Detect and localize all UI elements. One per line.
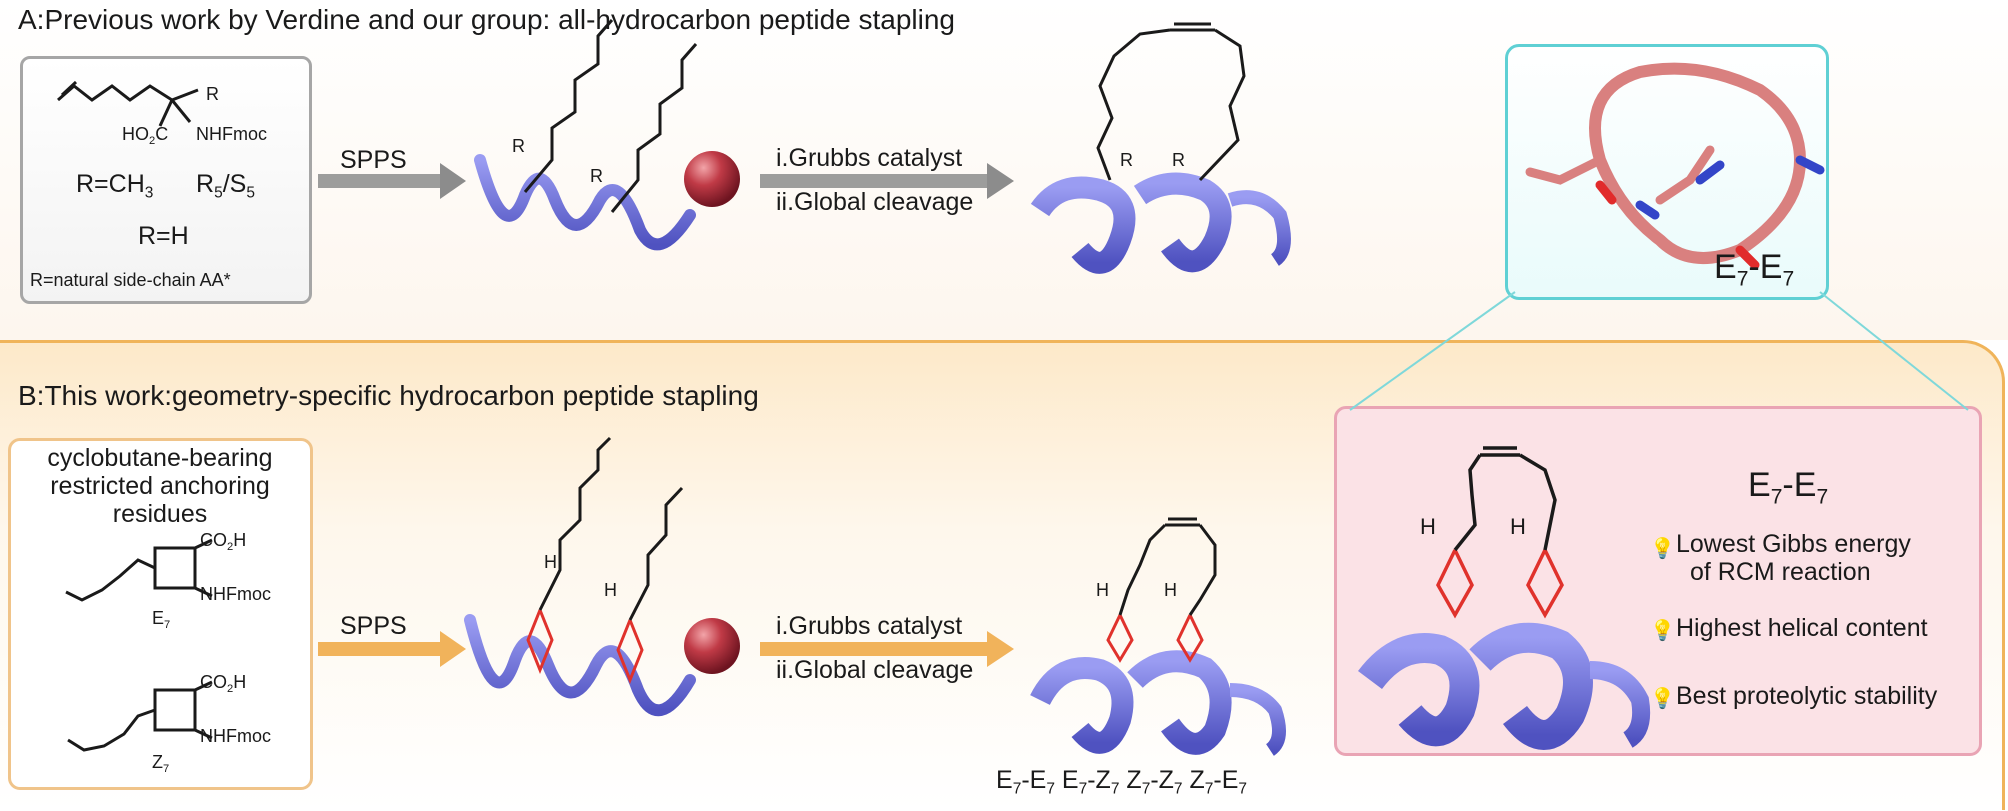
h-label-highlight-1: H — [1420, 514, 1436, 539]
amino-acid-e7-structure — [65, 538, 213, 602]
spps-label-a: SPPS — [340, 146, 407, 174]
stapled-helix-b — [1030, 517, 1286, 756]
arrow-spps-a — [318, 163, 466, 199]
cleavage-step-b: ii.Global cleavage — [776, 656, 974, 684]
bulb-icon: 💡 — [1650, 620, 1675, 642]
r5-s5-label: R5/S5 — [196, 170, 255, 202]
product-zz: Z7-Z7 — [1126, 766, 1183, 798]
h-label-helix-2: H — [1164, 580, 1177, 600]
r-label-helix-1: R — [1120, 150, 1133, 170]
highlight-title: E7-E7 — [1748, 466, 1829, 509]
product-labels: E7-E7 E7-Z7 Z7-Z7 Z7-E7 — [996, 766, 1248, 798]
structure-label: E7-E7 — [1714, 248, 1795, 291]
r-ch3-label: R=CH3 — [76, 170, 154, 202]
bullet-helical: Highest helical content — [1676, 614, 1928, 642]
product-ee: E7-E7 — [996, 766, 1055, 798]
e7-carboxyl: CO2H — [200, 530, 247, 553]
connector-line-left — [1349, 291, 1516, 411]
h-label-highlight-2: H — [1510, 514, 1526, 539]
stapled-helix-a — [1030, 22, 1291, 274]
box-b-description: cyclobutane-bearing restricted anchoring… — [47, 444, 273, 528]
peptide-chain-b — [464, 436, 740, 716]
resin-bead-b — [684, 618, 740, 674]
bullet-stability: Best proteolytic stability — [1676, 682, 1938, 710]
stick-model — [1525, 62, 1825, 270]
e7-label: E7 — [152, 608, 171, 631]
r-h-label: R=H — [138, 222, 189, 250]
peptide-chain-a — [474, 19, 740, 251]
z7-label: Z7 — [152, 752, 170, 775]
r-label-a: R — [206, 84, 219, 104]
spps-label-b: SPPS — [340, 612, 407, 640]
stapled-helix-highlight — [1358, 446, 1651, 750]
z7-amine: NHFmoc — [200, 726, 271, 746]
e7-amine: NHFmoc — [200, 584, 271, 604]
h-label-helix-1: H — [1096, 580, 1109, 600]
resin-bead-a — [684, 151, 740, 207]
section-b-title: B:This work:geometry-specific hydrocarbo… — [18, 380, 759, 411]
grubbs-step-a: i.Grubbs catalyst — [776, 144, 963, 172]
h-label-peptide-2: H — [604, 580, 617, 600]
reagent-amine: NHFmoc — [196, 124, 267, 144]
amino-acid-z7-structure — [67, 680, 213, 752]
product-ze: Z7-E7 — [1189, 766, 1248, 798]
bulb-icon: 💡 — [1650, 688, 1675, 710]
reagent-carboxyl: HO2C — [122, 124, 169, 147]
r-label-helix-2: R — [1172, 150, 1185, 170]
amino-acid-a-structure — [57, 80, 199, 127]
structure-panel — [1505, 44, 1829, 300]
connector-line-right — [1819, 291, 1969, 411]
cleavage-step-a: ii.Global cleavage — [776, 188, 974, 216]
section-a-title: A:Previous work by Verdine and our group… — [18, 4, 956, 35]
r-natural-label: R=natural side-chain AA* — [30, 270, 231, 290]
arrow-spps-b — [318, 631, 466, 667]
bullet-gibbs: Lowest Gibbs energy of RCM reaction — [1676, 530, 1911, 586]
arrow-grubbs-b — [760, 631, 1014, 667]
highlight-panel — [1334, 406, 1982, 756]
grubbs-step-b: i.Grubbs catalyst — [776, 612, 963, 640]
product-ez: E7-Z7 — [1061, 766, 1120, 798]
r-label-peptide-2: R — [590, 166, 603, 186]
arrow-grubbs-a — [760, 163, 1014, 199]
bulb-icon: 💡 — [1650, 538, 1675, 560]
h-label-peptide-1: H — [544, 552, 557, 572]
r-label-peptide-1: R — [512, 136, 525, 156]
z7-carboxyl: CO2H — [200, 672, 247, 695]
